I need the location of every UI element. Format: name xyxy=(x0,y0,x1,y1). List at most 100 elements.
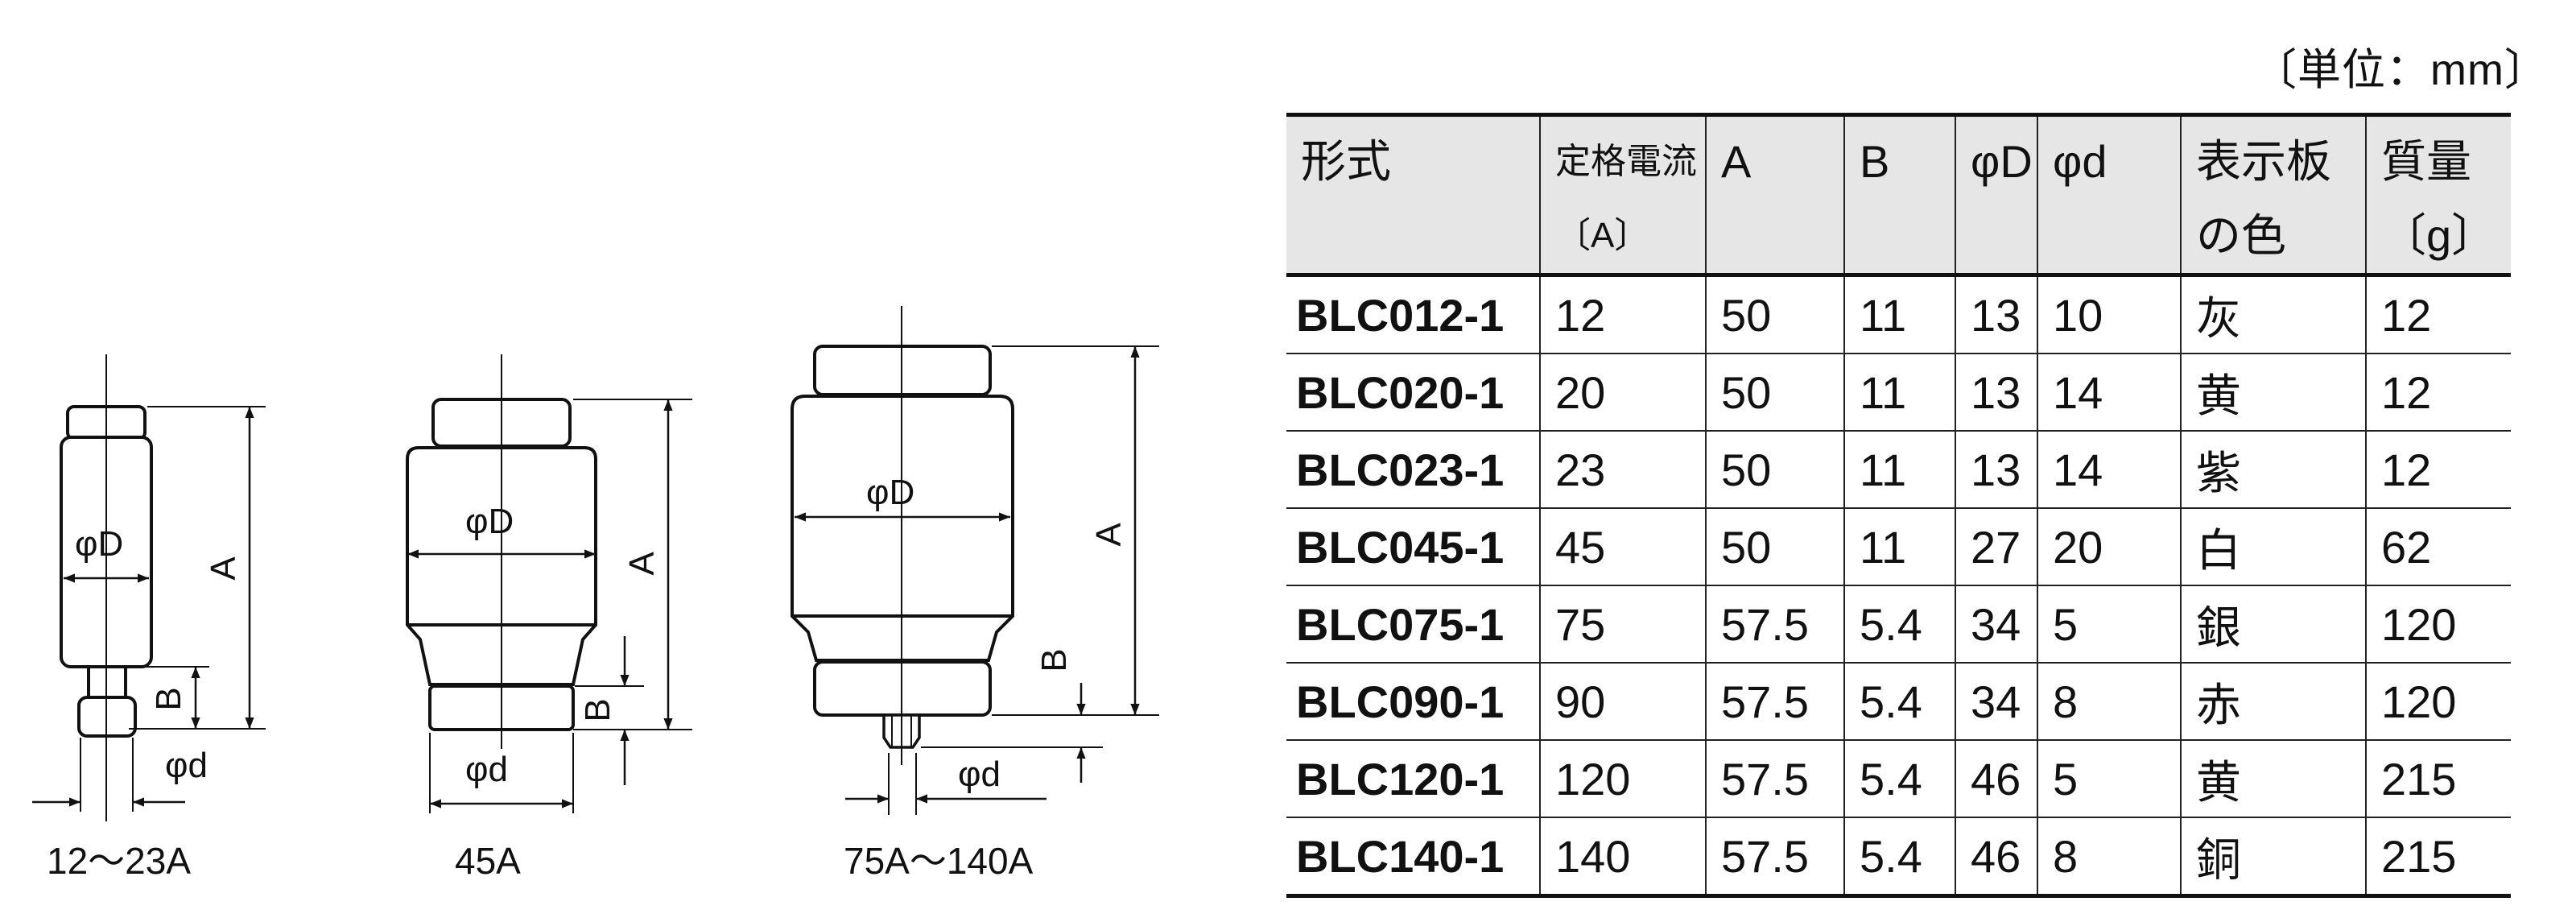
cell-model: BLC120-1 xyxy=(1286,739,1541,818)
cell-color: 白 xyxy=(2180,507,2367,586)
45A-phiD-label: φD xyxy=(465,502,514,541)
caption-75-140A: 75A〜140A xyxy=(844,840,1034,882)
header-phiD: φD xyxy=(1955,114,2038,276)
cell-B: 5.4 xyxy=(1843,739,1956,818)
cell-A: 50 xyxy=(1705,507,1845,586)
header-indicator-color: 表示板の色 xyxy=(2180,114,2367,276)
cell-phid: 10 xyxy=(2037,273,2182,354)
large-B-label: B xyxy=(1034,648,1074,672)
cell-model: BLC045-1 xyxy=(1286,507,1541,586)
cell-phid: 5 xyxy=(2037,585,2182,664)
cell-rated-current: 75 xyxy=(1539,585,1707,664)
45A-phid-label: φd xyxy=(465,750,508,789)
cell-B: 11 xyxy=(1843,430,1956,509)
caption-12-23A: 12〜23A xyxy=(47,840,191,882)
cell-A: 57.5 xyxy=(1705,739,1845,818)
cell-A: 50 xyxy=(1705,273,1845,354)
fuse-drawing-45A xyxy=(406,354,692,813)
table-row: BLC120-1 120 57.5 5.4 46 5 黄 215 xyxy=(1286,739,2511,818)
cell-A: 50 xyxy=(1705,430,1845,509)
cell-mass: 215 xyxy=(2365,739,2511,818)
caption-45A: 45A xyxy=(455,840,521,882)
table-row: BLC020-1 20 50 11 13 14 黄 12 xyxy=(1286,353,2511,432)
cell-B: 5.4 xyxy=(1843,817,1956,897)
cell-phiD: 46 xyxy=(1955,739,2038,818)
cell-phiD: 13 xyxy=(1955,273,2038,354)
table-row: BLC140-1 140 57.5 5.4 46 8 銅 215 xyxy=(1286,817,2511,897)
cell-B: 11 xyxy=(1843,273,1956,354)
header-model: 形式 xyxy=(1286,114,1541,276)
cell-color: 紫 xyxy=(2180,430,2367,509)
cell-phiD: 13 xyxy=(1955,353,2038,432)
large-phid-label: φd xyxy=(958,755,1001,794)
cell-phiD: 13 xyxy=(1955,430,2038,509)
cell-phiD: 34 xyxy=(1955,662,2038,741)
cell-mass: 62 xyxy=(2365,507,2511,586)
cell-phid: 14 xyxy=(2037,430,2182,509)
header-mass: 質量〔g〕 xyxy=(2365,114,2511,276)
small-phiD-label: φD xyxy=(75,524,123,564)
table-row: BLC090-1 90 57.5 5.4 34 8 赤 120 xyxy=(1286,662,2511,741)
fuse-drawing-small xyxy=(32,354,266,821)
cell-phid: 20 xyxy=(2037,507,2182,586)
table-row: BLC075-1 75 57.5 5.4 34 5 銀 120 xyxy=(1286,585,2511,664)
spec-table: 形式 定格電流〔A〕 A B φD φd 表示板の色 質量〔g〕 BLC012-… xyxy=(1286,113,2511,898)
cell-color: 黄 xyxy=(2180,353,2367,432)
cell-rated-current: 90 xyxy=(1539,662,1707,741)
45A-B-label: B xyxy=(578,698,617,722)
cell-model: BLC075-1 xyxy=(1286,585,1541,664)
header-A: A xyxy=(1705,114,1845,276)
cell-mass: 12 xyxy=(2365,353,2511,432)
table-row: BLC012-1 12 50 11 13 10 灰 12 xyxy=(1286,273,2511,354)
cell-model: BLC023-1 xyxy=(1286,430,1541,509)
cell-B: 11 xyxy=(1843,353,1956,432)
small-B-label: B xyxy=(149,687,188,710)
cell-mass: 120 xyxy=(2365,662,2511,741)
header-phid: φd xyxy=(2037,114,2182,276)
large-A-label: A xyxy=(1089,523,1129,547)
header-rated-current: 定格電流〔A〕 xyxy=(1539,114,1707,276)
cell-B: 5.4 xyxy=(1843,585,1956,664)
cell-rated-current: 20 xyxy=(1539,353,1707,432)
cell-color: 黄 xyxy=(2180,739,2367,818)
cell-color: 灰 xyxy=(2180,273,2367,354)
unit-label: 〔単位：mm〕 xyxy=(2253,46,2549,94)
cell-rated-current: 120 xyxy=(1539,739,1707,818)
table-row: BLC023-1 23 50 11 13 14 紫 12 xyxy=(1286,430,2511,509)
cell-mass: 12 xyxy=(2365,273,2511,354)
fuse-dimension-drawings: φD A B φd 12〜23A φD A B φd 45A xyxy=(32,306,1159,882)
header-B: B xyxy=(1843,114,1956,276)
small-A-label: A xyxy=(204,556,243,581)
45A-A-label: A xyxy=(622,552,662,576)
cell-phiD: 46 xyxy=(1955,817,2038,897)
fuse-drawing-large xyxy=(791,306,1159,815)
cell-A: 57.5 xyxy=(1705,585,1845,664)
cell-A: 57.5 xyxy=(1705,662,1845,741)
cell-model: BLC140-1 xyxy=(1286,817,1541,897)
cell-phid: 14 xyxy=(2037,353,2182,432)
cell-B: 11 xyxy=(1843,507,1956,586)
cell-mass: 120 xyxy=(2365,585,2511,664)
cell-color: 赤 xyxy=(2180,662,2367,741)
cell-rated-current: 23 xyxy=(1539,430,1707,509)
cell-phid: 8 xyxy=(2037,662,2182,741)
cell-mass: 12 xyxy=(2365,430,2511,509)
cell-A: 50 xyxy=(1705,353,1845,432)
cell-phid: 5 xyxy=(2037,739,2182,818)
table-row: BLC045-1 45 50 11 27 20 白 62 xyxy=(1286,507,2511,586)
cell-phiD: 27 xyxy=(1955,507,2038,586)
cell-model: BLC012-1 xyxy=(1286,273,1541,354)
cell-color: 銀 xyxy=(2180,585,2367,664)
table-header-row: 形式 定格電流〔A〕 A B φD φd 表示板の色 質量〔g〕 xyxy=(1286,114,2511,276)
cell-rated-current: 140 xyxy=(1539,817,1707,897)
cell-model: BLC090-1 xyxy=(1286,662,1541,741)
cell-rated-current: 45 xyxy=(1539,507,1707,586)
cell-phid: 8 xyxy=(2037,817,2182,897)
cell-phiD: 34 xyxy=(1955,585,2038,664)
cell-mass: 215 xyxy=(2365,817,2511,897)
large-phiD-label: φD xyxy=(866,473,914,512)
cell-B: 5.4 xyxy=(1843,662,1956,741)
cell-rated-current: 12 xyxy=(1539,273,1707,354)
cell-A: 57.5 xyxy=(1705,817,1845,897)
cell-model: BLC020-1 xyxy=(1286,353,1541,432)
